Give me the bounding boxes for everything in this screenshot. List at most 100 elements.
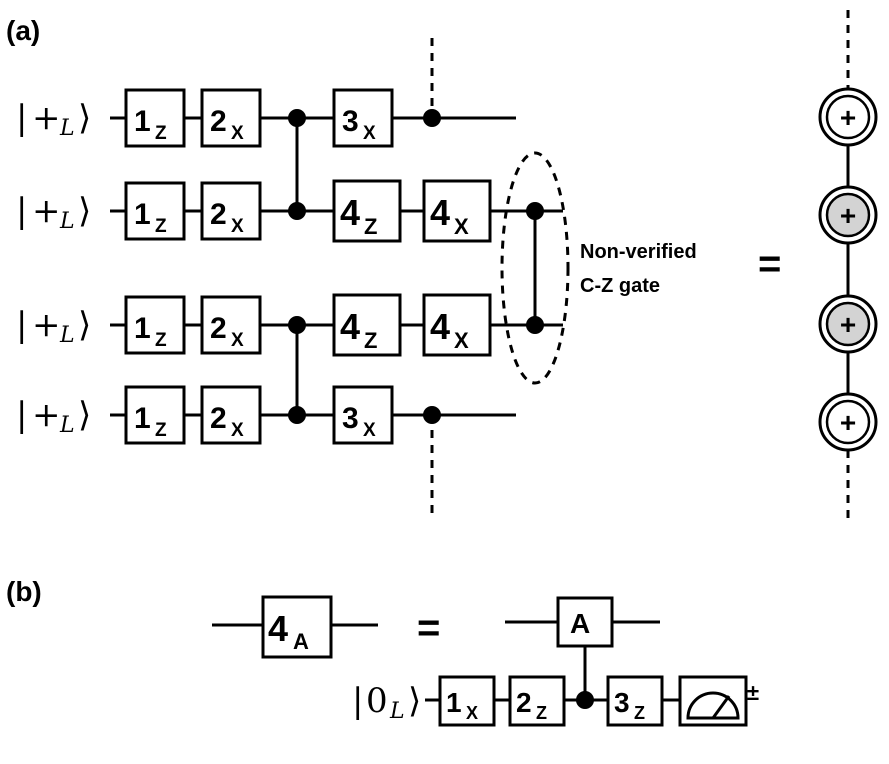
gate-sub: Z bbox=[155, 216, 167, 237]
ket-close: ⟩ bbox=[78, 395, 91, 435]
meter-icon bbox=[678, 675, 748, 727]
gate-sub: X bbox=[231, 330, 244, 351]
gate-row-3-3: 4 Z bbox=[332, 293, 402, 357]
ancilla-gate-3: 3 Z bbox=[606, 675, 664, 727]
target-gate: A bbox=[556, 596, 614, 648]
gate-main: 2 bbox=[210, 105, 227, 138]
control-dot bbox=[576, 691, 594, 709]
node-symbol: + bbox=[840, 200, 856, 231]
gate-sub: X bbox=[454, 214, 469, 239]
gate-row-1-1: 1 Z bbox=[124, 88, 186, 148]
gate-main: 1 bbox=[134, 105, 151, 138]
gate-main: 2 bbox=[210, 402, 227, 435]
gate-row-3-4: 4 X bbox=[422, 293, 492, 357]
ket-close: ⟩ bbox=[78, 98, 91, 138]
control-dot bbox=[288, 202, 306, 220]
gate-sub: X bbox=[454, 328, 469, 353]
annotation-line-2: C-Z gate bbox=[580, 275, 660, 297]
control-dot bbox=[526, 316, 544, 334]
ket-bracket: | bbox=[16, 305, 27, 345]
gate-sub: Z bbox=[364, 214, 377, 239]
control-dot bbox=[288, 109, 306, 127]
gate-main: 1 bbox=[446, 687, 462, 718]
gate-row-2-1: 1 Z bbox=[124, 181, 186, 241]
ket-bracket: | bbox=[16, 395, 27, 435]
ket-subscript: L bbox=[59, 323, 75, 348]
gate-main: 1 bbox=[134, 402, 151, 435]
gate-main: 2 bbox=[210, 312, 227, 345]
gate-row-1-2: 2 X bbox=[200, 88, 262, 148]
gate-main: 1 bbox=[134, 312, 151, 345]
measurement-sign: ± bbox=[747, 680, 759, 705]
cluster-chain: + + + + bbox=[818, 87, 878, 452]
gate-row-4-1: 1 Z bbox=[124, 385, 186, 445]
ket-input-row-1: | + L ⟩ bbox=[16, 98, 91, 141]
ket-bracket: | bbox=[352, 681, 363, 721]
gate-row-4-3: 3 X bbox=[332, 385, 394, 445]
gate-sub: Z bbox=[634, 703, 645, 723]
gate-main: 4 bbox=[340, 306, 360, 347]
gate-main: 4 bbox=[340, 192, 360, 233]
gate-sub: X bbox=[363, 420, 376, 441]
gate-sub: X bbox=[363, 123, 376, 144]
gate-main: 4 bbox=[430, 192, 450, 233]
cluster-node: + bbox=[818, 87, 878, 147]
gate-main: A bbox=[570, 608, 590, 639]
ket-bracket: | bbox=[16, 98, 27, 138]
gate-main: 3 bbox=[342, 105, 359, 138]
ket-input-row-3: | + L ⟩ bbox=[16, 305, 91, 348]
ket-close: ⟩ bbox=[78, 191, 91, 231]
gate-row-2-4: 4 X bbox=[422, 179, 492, 243]
node-symbol: + bbox=[840, 407, 856, 438]
control-dot bbox=[288, 316, 306, 334]
gate-main: 3 bbox=[614, 687, 630, 718]
ket-subscript: L bbox=[59, 209, 75, 234]
gate-sub: X bbox=[231, 123, 244, 144]
qubit-wires bbox=[110, 116, 563, 417]
ket-symbol: + bbox=[32, 305, 61, 345]
ket-subscript: L bbox=[59, 116, 75, 141]
node-symbol: + bbox=[840, 102, 856, 133]
cluster-node: + bbox=[818, 185, 878, 245]
gate-row-2-3: 4 Z bbox=[332, 179, 402, 243]
ancilla-ket: | 0 L ⟩ bbox=[352, 681, 421, 724]
ket-close: ⟩ bbox=[408, 681, 421, 721]
ket-bracket: | bbox=[16, 191, 27, 231]
ket-input-row-2: | + L ⟩ bbox=[16, 191, 91, 234]
control-dot bbox=[288, 406, 306, 424]
annotation-line-1: Non-verified bbox=[580, 241, 697, 263]
gate-main: 4 bbox=[430, 306, 450, 347]
gate-sub: X bbox=[231, 216, 244, 237]
gate-main: 3 bbox=[342, 402, 359, 435]
panel-b-label: (b) bbox=[6, 576, 42, 607]
gate-sub: Z bbox=[364, 328, 377, 353]
control-dot-bottom bbox=[423, 406, 441, 424]
ket-symbol: + bbox=[32, 395, 61, 435]
cluster-node: + bbox=[818, 392, 878, 452]
non-verified-cz-highlight bbox=[500, 151, 570, 385]
gate-main: 4 bbox=[268, 608, 288, 649]
ancilla-gate-2: 2 Z bbox=[508, 675, 566, 727]
gate-main: 2 bbox=[210, 198, 227, 231]
gate-sub: A bbox=[293, 629, 309, 654]
gate-row-3-2: 2 X bbox=[200, 295, 262, 355]
gate-row-3-1: 1 Z bbox=[124, 295, 186, 355]
lhs-gate: 4 A bbox=[261, 595, 333, 659]
gate-sub: Z bbox=[155, 420, 167, 441]
ket-close: ⟩ bbox=[78, 305, 91, 345]
gate-sub: X bbox=[466, 703, 478, 723]
ket-symbol: 0 bbox=[366, 681, 388, 721]
ket-subscript: L bbox=[59, 413, 75, 438]
gate-main: 1 bbox=[134, 198, 151, 231]
equals-sign-a: = bbox=[758, 242, 781, 286]
node-symbol: + bbox=[840, 309, 856, 340]
gate-sub: X bbox=[231, 420, 244, 441]
gate-main: 2 bbox=[516, 687, 532, 718]
ket-symbol: + bbox=[32, 191, 61, 231]
control-dot-top bbox=[423, 109, 441, 127]
gate-row-4-2: 2 X bbox=[200, 385, 262, 445]
panel-a-label: (a) bbox=[6, 15, 40, 46]
gate-sub: Z bbox=[155, 330, 167, 351]
gate-sub: Z bbox=[536, 703, 547, 723]
